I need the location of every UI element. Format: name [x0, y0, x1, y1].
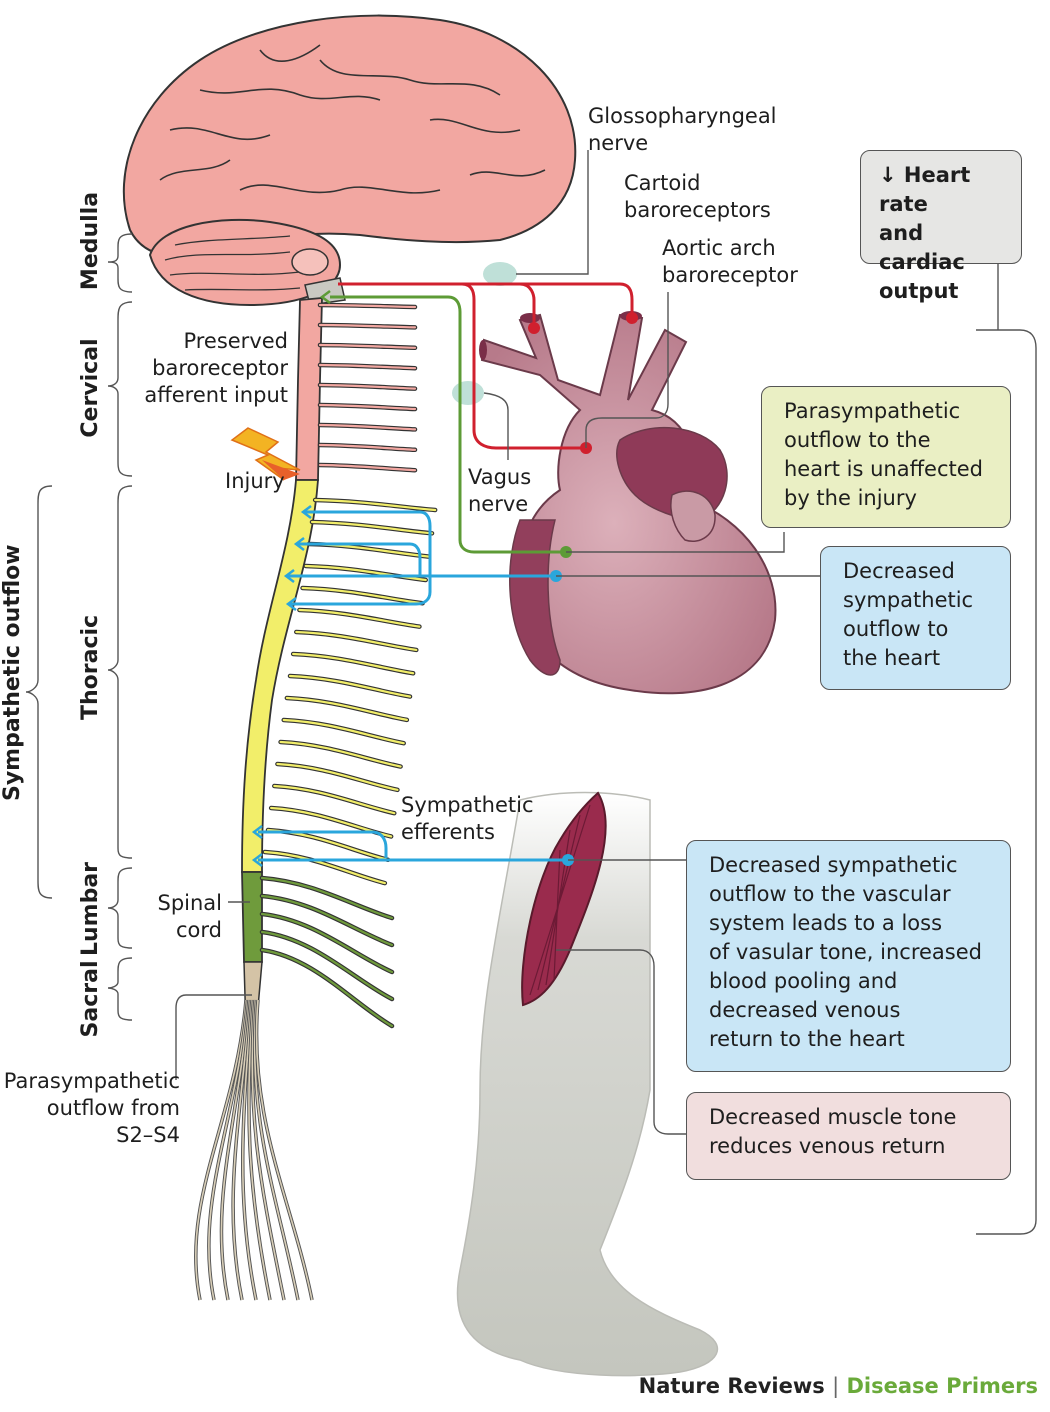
- nerve-root: [318, 403, 417, 411]
- nerve-root: [276, 762, 399, 791]
- glossopharyngeal-nerve-ganglion: [483, 262, 517, 286]
- aortic-label: Aortic arch baroreceptor: [662, 236, 798, 287]
- nerve-root: [273, 784, 396, 815]
- heart-illustration: [479, 311, 777, 695]
- nerve-root: [298, 608, 421, 628]
- sympathetic-heart-box: Decreased sympathetic outflow to the hea…: [820, 546, 1011, 690]
- baroreceptor-afferent-path: [338, 282, 634, 450]
- nerve-root: [301, 586, 424, 605]
- region-lumbar: Lumbar: [78, 861, 103, 957]
- glossopharyngeal-label: Glossopharyngeal nerve: [588, 104, 777, 155]
- cauda-equina-strand: [248, 999, 271, 1301]
- nerve-root: [288, 674, 412, 698]
- nerve-root: [285, 696, 408, 721]
- parasympathetic-box: Parasympathetic outflow to the heart is …: [761, 386, 1011, 528]
- cauda-equina-strand: [253, 999, 299, 1301]
- cauda-equina-strand: [241, 999, 257, 1301]
- nerve-root: [318, 323, 417, 329]
- vagus-label: Vagus nerve: [468, 465, 532, 516]
- nerve-root-outline: [259, 929, 395, 1002]
- nerve-root: [314, 498, 437, 512]
- carotid-receptor-dot: [528, 322, 540, 334]
- preserved-afferent-label: Preserved baroreceptor afferent input: [144, 329, 288, 407]
- region-sympathetic-outflow: Sympathetic outflow: [0, 544, 25, 801]
- cauda-equina-strand: [232, 999, 252, 1301]
- heart-rate-box: ↓ Heart rate and cardiac output: [860, 150, 1022, 303]
- credit-separator: |: [832, 1374, 840, 1398]
- cauda-equina-strand: [208, 999, 249, 1301]
- spinal-cord-label: Spinal cord: [157, 891, 222, 942]
- nerve-root: [295, 630, 418, 652]
- nerve-root: [260, 894, 394, 947]
- nerve-root-outline: [259, 911, 395, 975]
- vagus-nerve-ganglion: [452, 381, 484, 405]
- leg-illustration: [456, 791, 719, 1377]
- journal-credit: Nature Reviews | Disease Primers: [639, 1374, 1038, 1398]
- nerve-root: [318, 363, 417, 370]
- nerve-root: [318, 303, 417, 309]
- cauda-equina-strand: [194, 999, 247, 1301]
- parasympathetic-sacral-label: Parasympathetic outflow from S2–S4: [3, 1069, 180, 1147]
- region-cervical: Cervical: [78, 338, 103, 438]
- region-medulla: Medulla: [78, 191, 103, 291]
- nerve-root: [318, 423, 417, 431]
- leg-muscle: [521, 791, 607, 1007]
- region-sacral: Sacral: [78, 960, 103, 1038]
- nerve-root: [318, 463, 417, 472]
- vagal-efferent-path: [330, 295, 566, 554]
- nerve-root: [318, 343, 417, 349]
- nerve-root: [282, 718, 405, 745]
- journal-series: Disease Primers: [846, 1374, 1038, 1398]
- nerve-roots: [194, 302, 438, 1301]
- carotid-receptor-dot: [626, 312, 638, 324]
- nerve-root: [260, 876, 394, 920]
- nerve-root: [318, 383, 417, 390]
- nerve-root: [260, 930, 394, 1001]
- nerve-root: [260, 948, 394, 1028]
- injury-icon: [230, 427, 301, 481]
- cauda-equina-strand: [220, 999, 250, 1301]
- muscle-tone-box: Decreased muscle tone reduces venous ret…: [686, 1092, 1011, 1180]
- sympathetic-vascular-path: [258, 830, 568, 862]
- nerve-root: [292, 652, 415, 675]
- region-thoracic: Thoracic: [78, 614, 103, 720]
- nerve-root: [318, 443, 417, 451]
- cauda-equina-strand: [255, 999, 313, 1301]
- journal-name: Nature Reviews: [638, 1374, 825, 1398]
- nerve-root: [310, 520, 434, 535]
- synapse-chevron: [319, 290, 331, 304]
- brain-illustration: [122, 14, 577, 307]
- region-braces: [25, 233, 133, 1021]
- sympathetic-heart-path: [288, 510, 556, 606]
- sympathetic-efferents-label: Sympathetic efferents: [401, 793, 534, 844]
- sympathetic-chevrons: [251, 505, 312, 867]
- nerve-root: [304, 564, 427, 582]
- carotid-label: Cartoid baroreceptors: [624, 171, 771, 222]
- injury-label: Injury: [225, 469, 285, 493]
- nerve-root: [260, 912, 394, 974]
- nerve-root: [263, 850, 386, 885]
- vascular-box: Decreased sympathetic outflow to the vas…: [686, 840, 1011, 1072]
- nerve-root: [279, 740, 402, 768]
- leader-lines: [175, 150, 1037, 1235]
- cauda-equina-strand: [251, 999, 285, 1301]
